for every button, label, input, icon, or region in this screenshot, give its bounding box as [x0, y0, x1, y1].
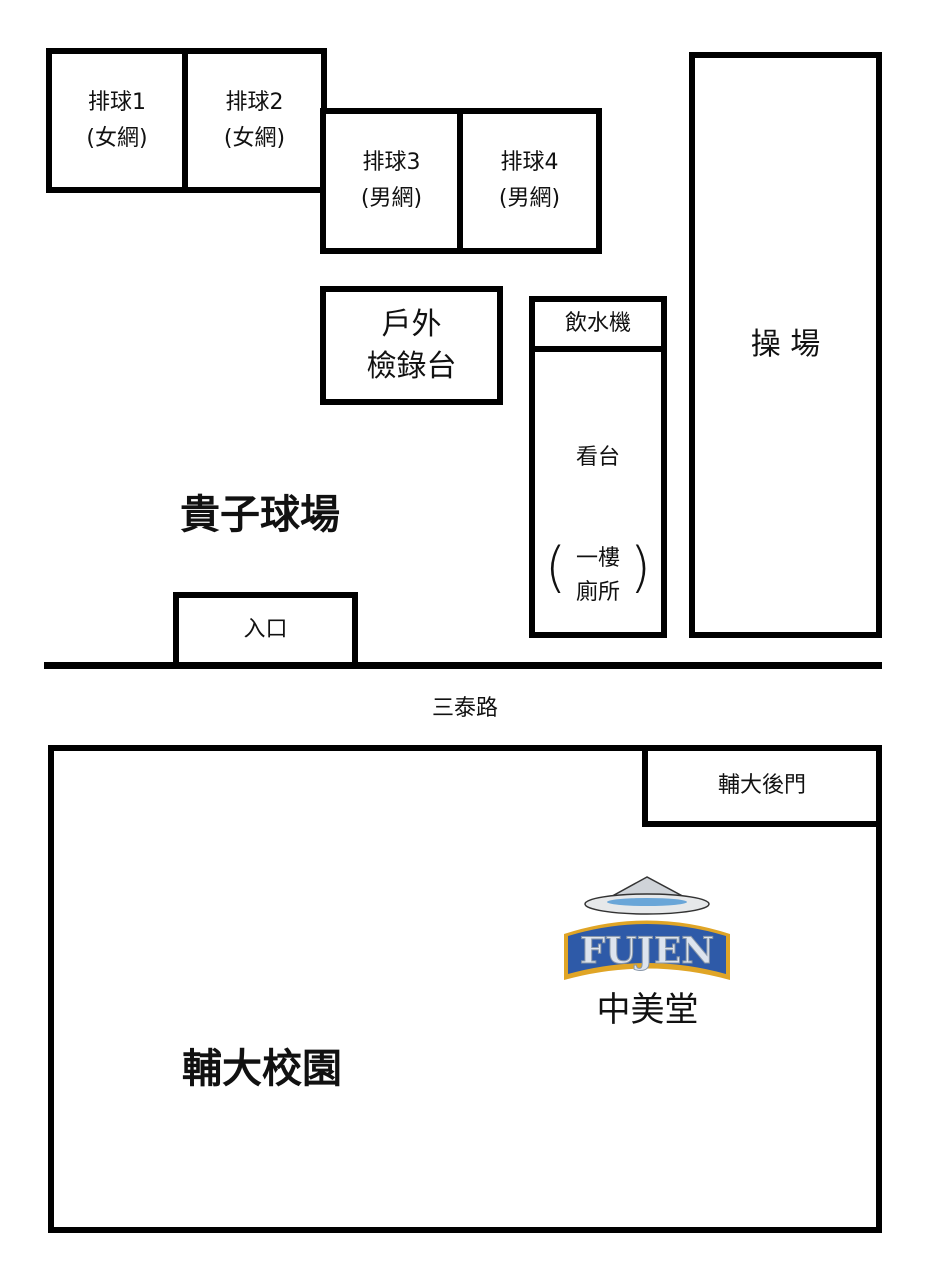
stands: 看台 ( 一樓 廁所 )	[529, 346, 667, 638]
entrance-label: 入口	[243, 617, 288, 642]
paren-left-icon: (	[545, 536, 567, 599]
checkin-line1: 戶外	[381, 306, 442, 342]
court-label: 排球3	[362, 150, 421, 175]
road-label: 三泰路	[431, 696, 498, 721]
toilet-line2: 廁所	[575, 580, 620, 605]
toilet-note: ( 一樓 廁所 )	[535, 536, 661, 612]
fujen-logo: FUJEN 中美堂	[560, 872, 735, 1032]
campus-title: 輔大校園	[182, 1046, 342, 1092]
field-label: 操 場	[750, 327, 821, 362]
water-label: 飲水機	[564, 311, 631, 336]
stands-label: 看台	[575, 445, 620, 470]
volleyball-court-1: 排球1 (女網)	[46, 48, 188, 193]
volleyball-court-4: 排球4 (男網)	[457, 108, 602, 254]
volleyball-court-2: 排球2 (女網)	[182, 48, 327, 193]
svg-text:FUJEN: FUJEN	[580, 930, 714, 972]
volleyball-court-3: 排球3 (男網)	[320, 108, 463, 254]
venue-title: 貴子球場	[180, 492, 340, 538]
road-line	[44, 662, 882, 669]
back-gate-label: 輔大後門	[717, 773, 806, 798]
court-label: 排球1	[88, 89, 146, 115]
toilet-line1: 一樓	[575, 546, 620, 571]
court-net: (男網)	[360, 186, 423, 211]
water-fountain: 飲水機	[529, 296, 667, 352]
paren-right-icon: )	[629, 536, 651, 599]
back-gate: 輔大後門	[642, 745, 882, 827]
checkin-line2: 檢錄台	[366, 348, 457, 384]
court-label: 排球2	[225, 89, 284, 115]
court-net: (男網)	[498, 186, 561, 211]
chung-mei-hall-logo-icon: FUJEN	[564, 876, 730, 980]
court-label: 排球4	[500, 150, 559, 175]
entrance: 入口	[173, 592, 358, 668]
logo-caption: 中美堂	[596, 990, 699, 1030]
court-net: (女網)	[223, 125, 286, 151]
sports-field: 操 場	[689, 52, 882, 638]
outdoor-checkin-desk: 戶外 檢錄台	[320, 286, 503, 405]
court-net: (女網)	[86, 125, 148, 151]
